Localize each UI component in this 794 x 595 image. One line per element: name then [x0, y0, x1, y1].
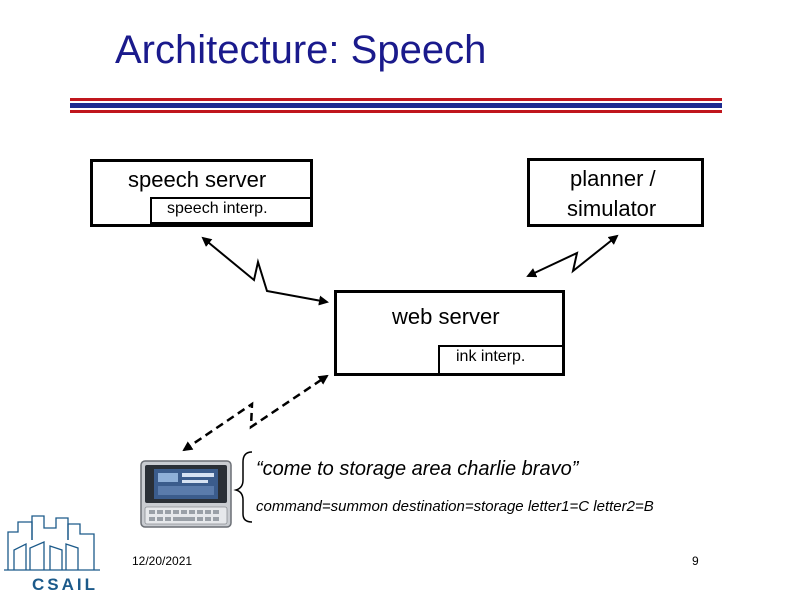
planner-to-web-arrow: [526, 234, 619, 278]
speech-interp-label: speech interp.: [167, 200, 268, 217]
ink-interp-label: ink interp.: [456, 348, 526, 365]
planner-label-line1: planner /: [570, 166, 656, 191]
csail-logo: CSAIL: [4, 515, 100, 594]
slide-title: Architecture: Speech: [115, 28, 487, 72]
planner-label-line2: simulator: [567, 196, 657, 221]
csail-logo-text: CSAIL: [32, 575, 98, 594]
footer-page-number: 9: [692, 554, 699, 568]
footer-date: 12/20/2021: [132, 554, 193, 568]
planner-simulator-box: [527, 158, 704, 227]
handheld-device-image: [140, 460, 232, 528]
command-text: command=summon destination=storage lette…: [256, 498, 654, 515]
speech-server-label: speech server: [128, 167, 267, 192]
speech-to-web-arrow: [201, 236, 329, 306]
utterance-text: “come to storage area charlie bravo”: [256, 458, 579, 480]
web-server-label: web server: [392, 304, 500, 329]
speech-interp-box: [150, 197, 313, 225]
device-to-web-arrow: [182, 374, 329, 452]
ink-interp-box: [438, 345, 565, 376]
curly-brace: [233, 451, 253, 523]
